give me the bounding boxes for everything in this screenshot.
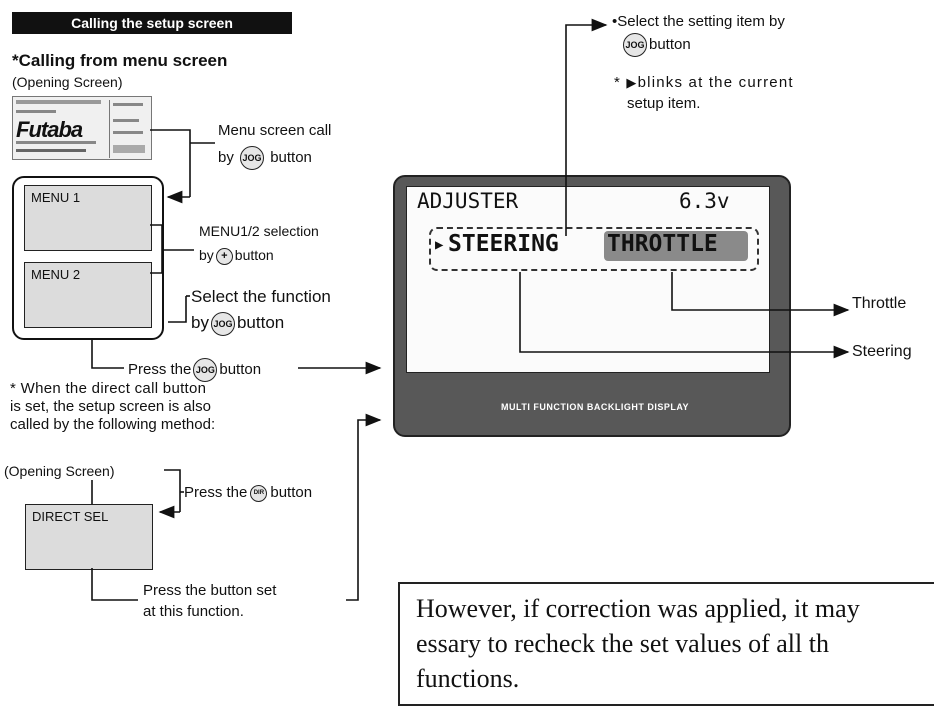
direct-sel-box: DIRECT SEL xyxy=(25,504,153,570)
menu-selection-by-line: by+button xyxy=(199,247,274,265)
direct-opening-label: (Opening Screen) xyxy=(4,463,115,479)
throttle-label: Throttle xyxy=(852,295,907,312)
direct-note-line1: * When the direct call button xyxy=(10,380,207,397)
select-function-text: Select the function xyxy=(191,287,331,306)
menu2-box: MENU 2 xyxy=(24,262,152,328)
menu-call-by-line: by JOG button xyxy=(218,146,312,171)
connector-lines xyxy=(91,18,850,601)
menu-selection-text: MENU1/2 selection xyxy=(199,223,319,239)
blink-note-line1: * ▶blinks at the current xyxy=(614,74,794,91)
jog-button-icon: JOG xyxy=(210,311,235,336)
direct-note-line2: is set, the setup screen is also xyxy=(10,398,211,415)
set-bracket xyxy=(91,568,138,601)
press-set-line1: Press the button set xyxy=(143,582,277,599)
jog-button-icon: JOG xyxy=(240,146,265,171)
selection-dashed-box xyxy=(429,227,759,271)
select-function-bracket xyxy=(168,296,187,323)
lcd-screen: ADJUSTER 6.3v ▶ STEERING THROTTLE xyxy=(406,186,770,373)
plus-button-icon: + xyxy=(215,247,233,265)
lcd-title: ADJUSTER xyxy=(417,189,519,213)
dir-button-icon: DIR xyxy=(250,484,268,502)
blink-note-line2: setup item. xyxy=(627,95,701,112)
menu-group-frame xyxy=(12,176,164,340)
opening-screen-thumbnail: Futaba xyxy=(12,96,152,160)
dir-bracket xyxy=(164,469,181,512)
lcd-voltage: 6.3v xyxy=(679,189,730,213)
opening-screen-label: (Opening Screen) xyxy=(12,74,123,90)
press-bracket xyxy=(91,338,124,369)
menu-call-text: Menu screen call xyxy=(218,122,332,139)
steering-arrow xyxy=(519,272,850,359)
select-item-text: •Select the setting item by xyxy=(612,13,785,30)
jog-button-icon: JOG xyxy=(623,33,647,58)
menu1-box: MENU 1 xyxy=(24,185,152,251)
section-header: Calling the setup screen xyxy=(12,12,292,34)
jog-button-icon: JOG xyxy=(193,358,218,383)
lcd-item-throttle[interactable]: THROTTLE xyxy=(607,231,718,257)
cursor-glyph: ▶ xyxy=(435,237,444,253)
throttle-arrow xyxy=(671,272,850,317)
direct-note-line3: called by the following method: xyxy=(10,416,216,433)
menu-call-bracket xyxy=(150,129,191,197)
menu-select-bracket xyxy=(150,224,163,274)
menu-call-subtitle: *Calling from menu screen xyxy=(12,51,228,70)
steering-label: Steering xyxy=(852,343,912,360)
paper-line1: However, if correction was applied, it m… xyxy=(416,594,860,623)
display-footer-label: MULTI FUNCTION BACKLIGHT DISPLAY xyxy=(501,402,689,412)
press-set-line2: at this function. xyxy=(143,603,244,620)
futaba-logo: Futaba xyxy=(16,117,83,142)
select-item-arrow xyxy=(565,18,608,236)
set-arrow xyxy=(346,413,382,601)
lcd-item-steering[interactable]: STEERING xyxy=(448,231,559,257)
paper-line2: essary to recheck the set values of all … xyxy=(416,629,829,658)
throttle-highlight xyxy=(604,231,748,261)
